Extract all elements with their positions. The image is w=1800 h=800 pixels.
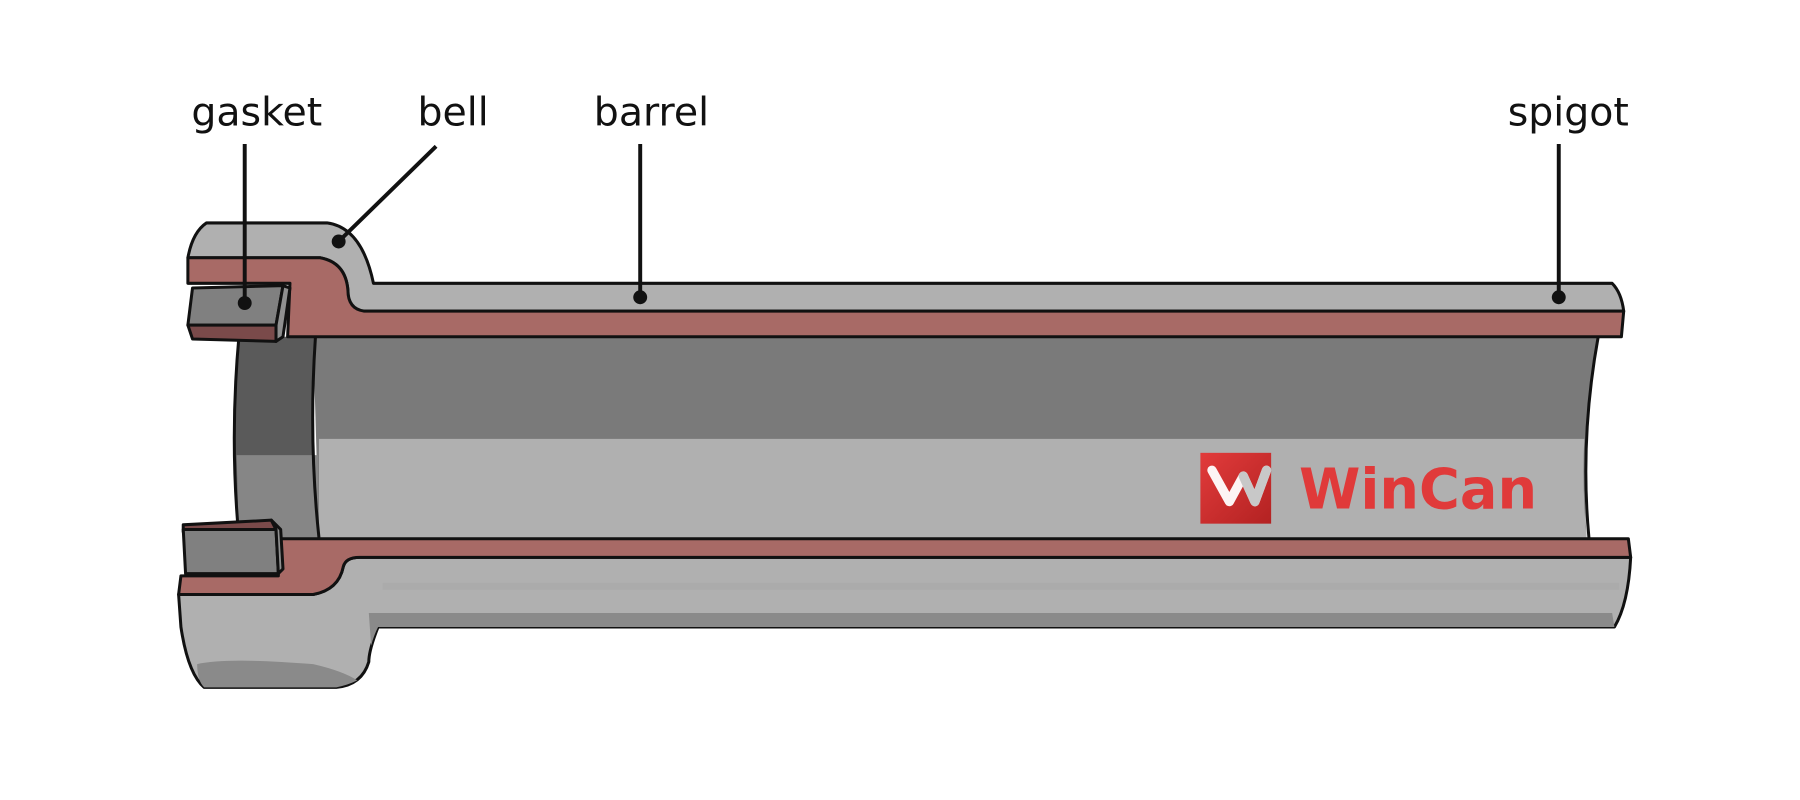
pipe-top-wall [186,221,1626,339]
pipe-bottom-wall [177,537,1633,689]
label-bell: bell [418,89,489,135]
wincan-logo: WinCan [1200,452,1537,524]
wincan-brand-name: WinCan [1299,458,1537,523]
label-gasket: gasket [191,89,322,135]
gasket-bottom [181,518,285,576]
callout-leaders [237,143,1566,311]
label-barrel: barrel [594,89,709,135]
gasket-top [186,284,292,343]
label-spigot: spigot [1508,89,1629,135]
